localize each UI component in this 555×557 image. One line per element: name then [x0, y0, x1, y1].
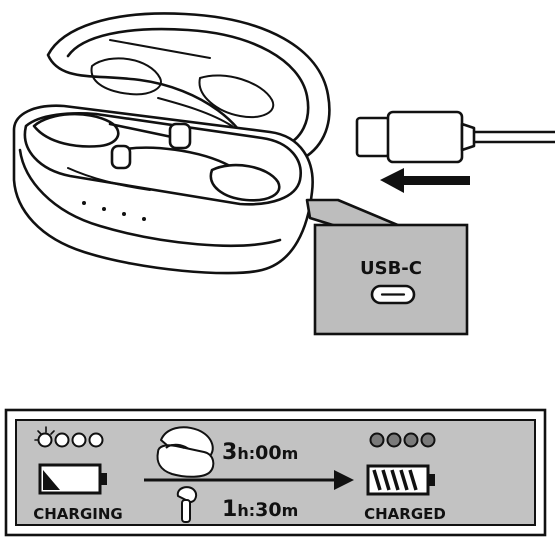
status-led	[369, 432, 385, 448]
callout-wedge	[305, 198, 402, 228]
cable-plug-tip	[355, 116, 391, 158]
status-led	[54, 432, 70, 448]
charged-label: CHARGED	[364, 505, 446, 523]
status-led	[88, 432, 104, 448]
insert-direction-arrow	[380, 168, 470, 193]
charging-case-illustration	[12, 12, 331, 275]
case-led-dots	[82, 201, 146, 221]
status-led	[403, 432, 419, 448]
status-led	[386, 432, 402, 448]
callout-label: USB-C	[360, 258, 422, 279]
case-lid	[46, 12, 331, 167]
battery-full-icon	[366, 464, 435, 496]
earbud-icon	[176, 486, 198, 523]
charging-label: CHARGING	[33, 505, 122, 523]
charging-state: CHARGING	[33, 426, 123, 523]
charging-status-panel: CHARGING 3h:00m 1h:	[4, 408, 547, 537]
cable-plug-housing	[386, 110, 464, 164]
charging-led-row	[37, 432, 104, 448]
usb-c-cable	[355, 110, 555, 164]
case-charge-time: 3h:00m	[222, 440, 298, 465]
callout-box	[313, 223, 469, 336]
case-icon	[156, 426, 215, 478]
charged-led-row	[369, 432, 436, 448]
status-led	[37, 432, 53, 448]
port-callout: USB-C	[305, 198, 469, 336]
status-led	[71, 432, 87, 448]
earbud-charge-time: 1h:30m	[222, 497, 298, 522]
battery-low-icon	[38, 463, 107, 495]
status-led	[420, 432, 436, 448]
charge-time-info: 3h:00m 1h:30m	[144, 426, 354, 523]
cable-strain-relief	[460, 122, 476, 152]
charge-progress-arrow	[144, 470, 354, 490]
charged-state: CHARGED	[364, 432, 446, 523]
case-base	[12, 104, 314, 275]
